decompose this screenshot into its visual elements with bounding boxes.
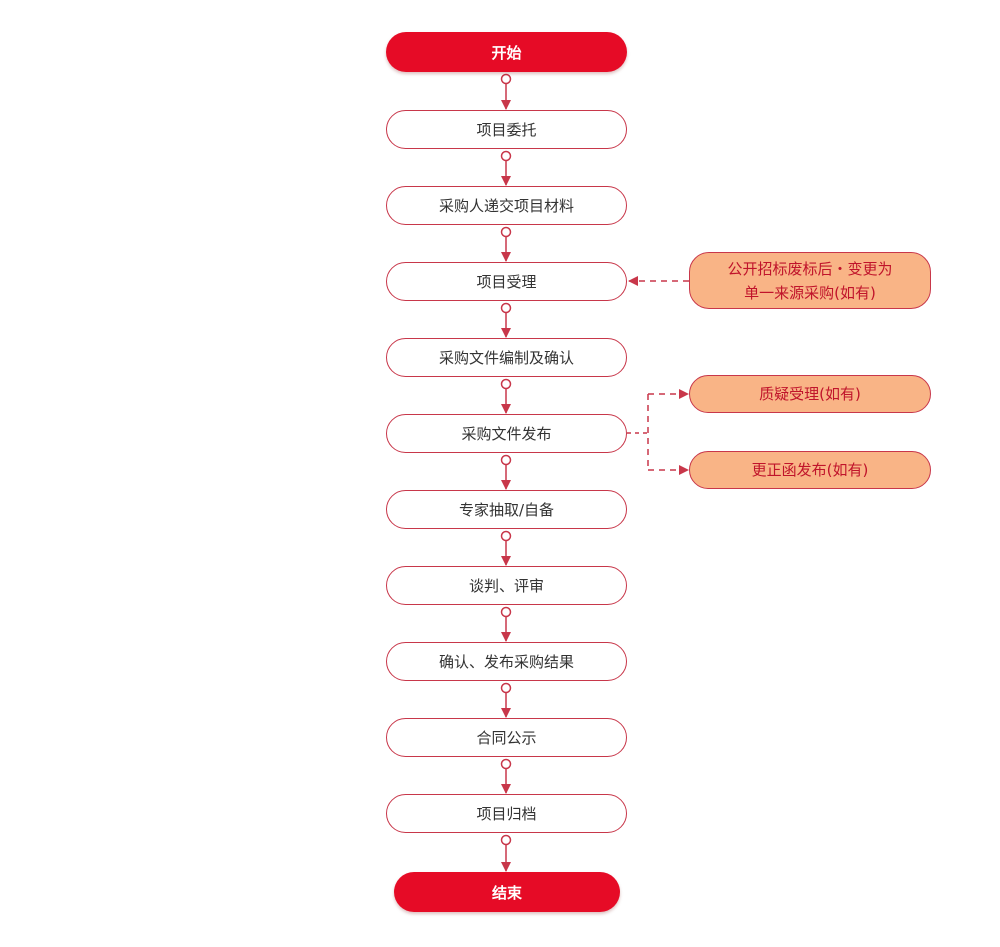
connector-dot [500,530,512,542]
step-doc-preparation: 采购文件编制及确认 [386,338,627,377]
connector-dot [500,150,512,162]
connector-dot [500,682,512,694]
connector-dot [500,378,512,390]
connector-dot [500,302,512,314]
side-note-source-change-line1: 公开招标废标后・变更为 [727,259,893,278]
connector-dot [500,226,512,238]
step-project-commission: 项目委托 [386,110,627,149]
step-submit-materials: 采购人递交项目材料 [386,186,627,225]
step-project-archive: 项目归档 [386,794,627,833]
step-contract-publicity: 合同公示 [386,718,627,757]
step-expert-selection: 专家抽取/自备 [386,490,627,529]
side-note-query: 质疑受理(如有) [689,375,931,413]
connector-dot [500,834,512,846]
side-note-correction: 更正函发布(如有) [689,451,931,489]
connector-dot [500,758,512,770]
connector-dot [500,606,512,618]
end-node: 结束 [394,872,620,912]
step-doc-release: 采购文件发布 [386,414,627,453]
step-negotiation-review: 谈判、评审 [386,566,627,605]
step-project-acceptance: 项目受理 [386,262,627,301]
connector-dot [500,73,512,85]
side-note-source-change-line2: 单一来源采购(如有) [744,283,876,302]
side-note-source-change: 公开招标废标后・变更为 单一来源采购(如有) [689,252,931,309]
connector-dot [500,454,512,466]
step-publish-result: 确认、发布采购结果 [386,642,627,681]
start-node: 开始 [386,32,627,72]
